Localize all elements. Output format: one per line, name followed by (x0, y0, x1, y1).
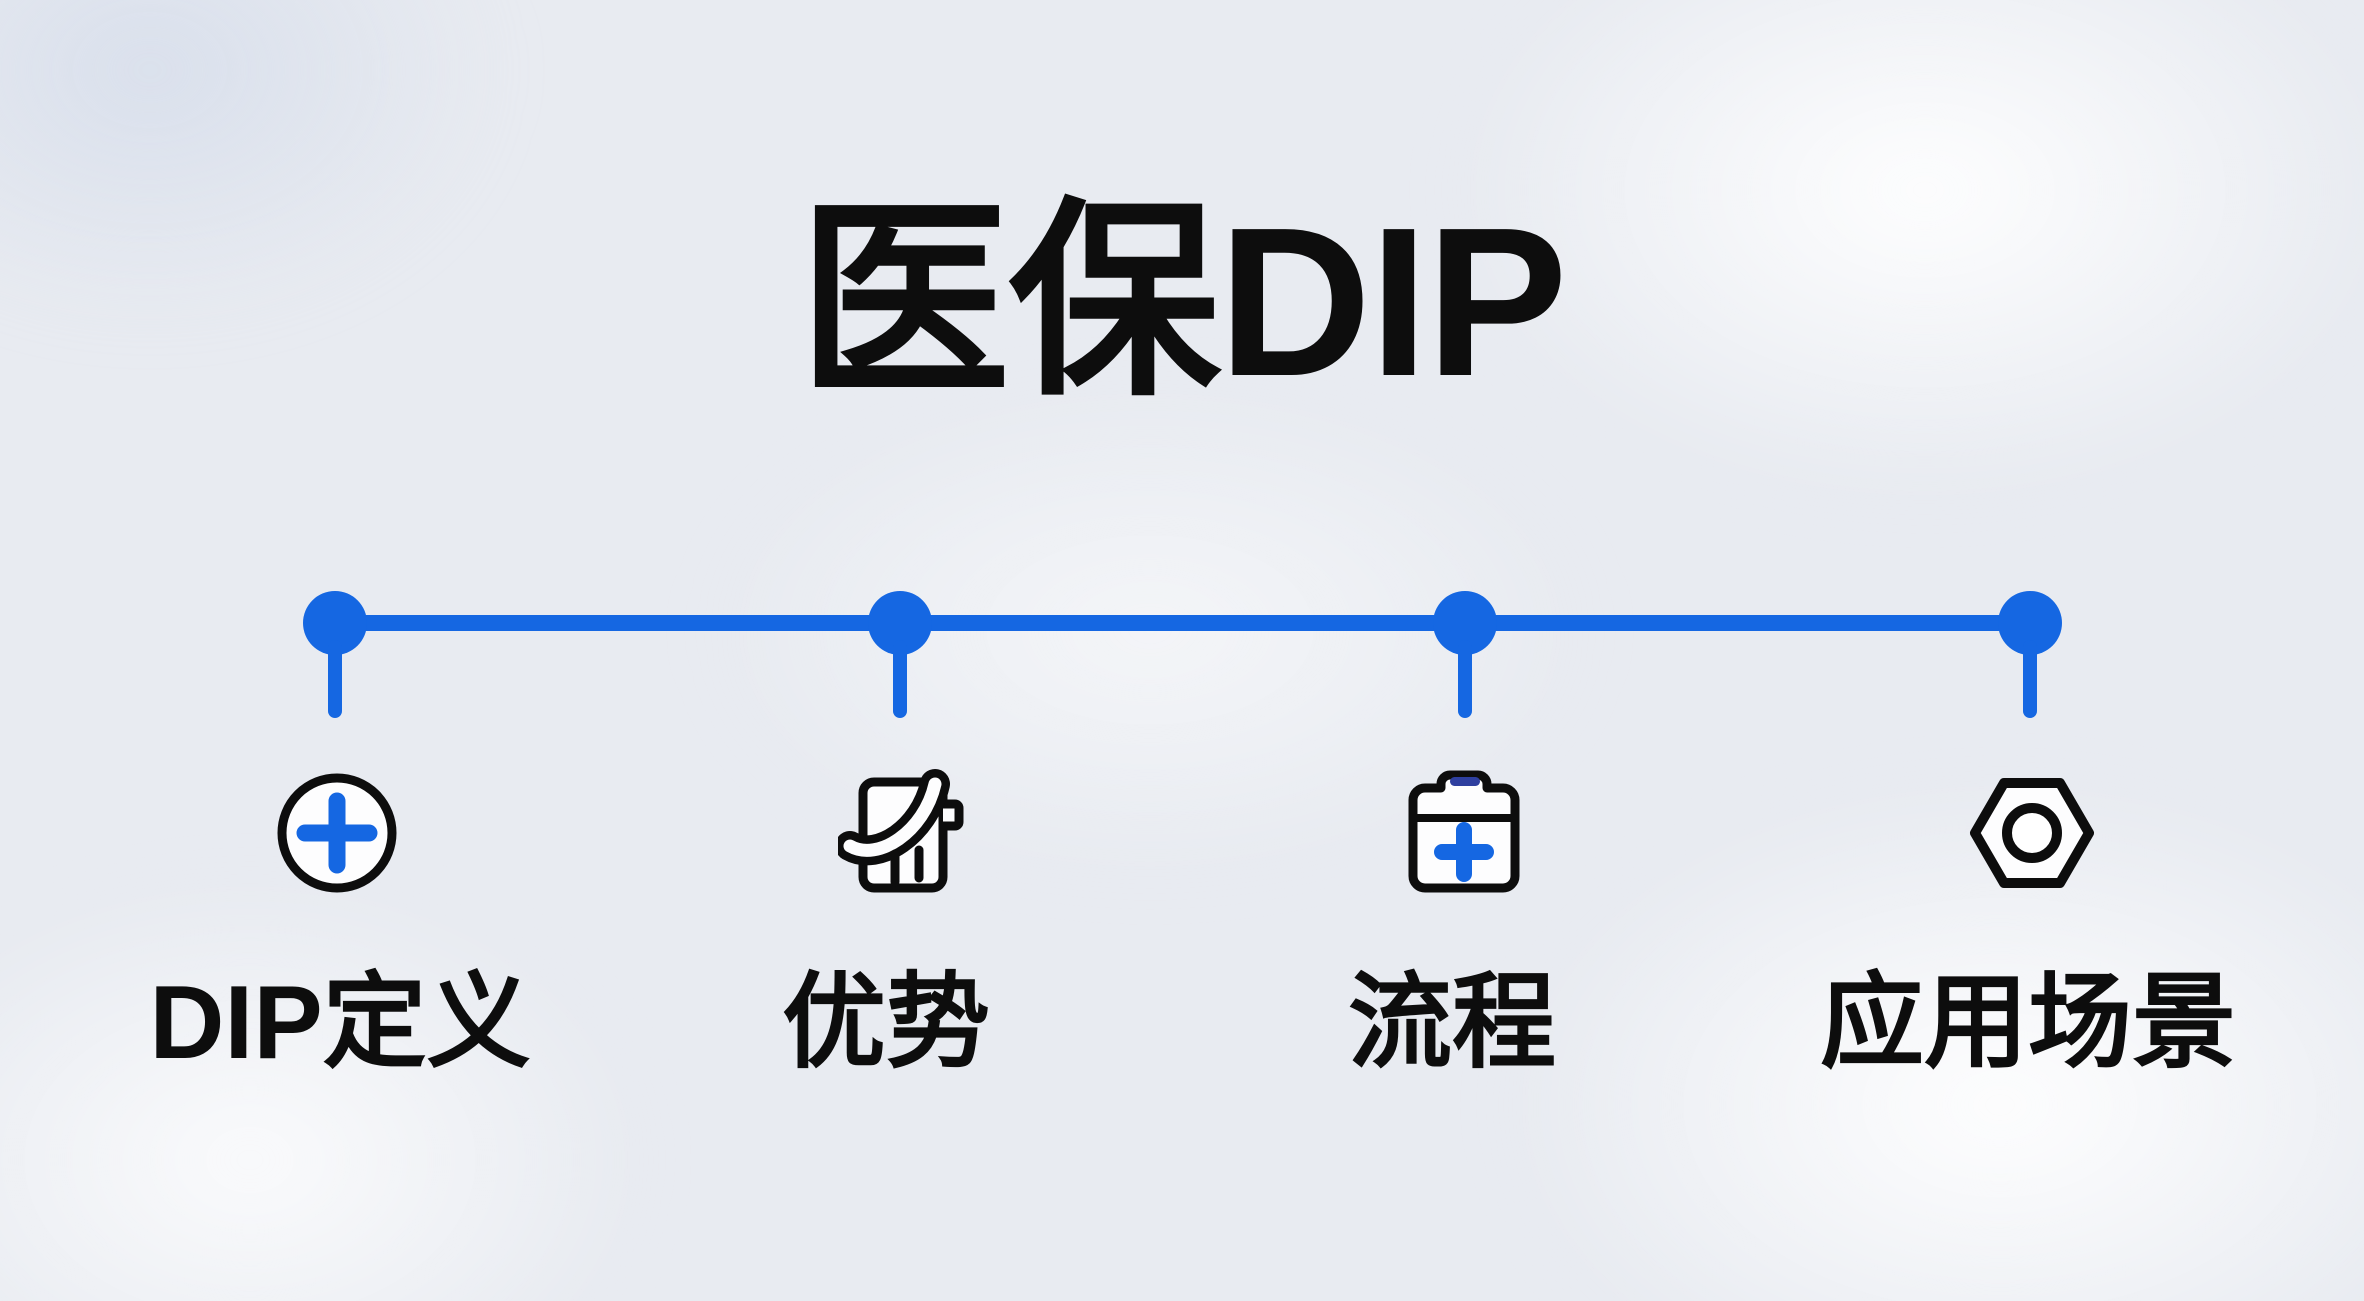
timeline-item-label: 优势 (781, 965, 990, 1081)
timeline-stem (2023, 640, 2037, 718)
timeline-stem (1458, 640, 1472, 718)
timeline-item-label: 应用场景 (1819, 965, 2236, 1081)
background-texture (0, 880, 650, 1301)
timeline-item-label: DIP定义 (149, 965, 531, 1081)
timeline-item-label: 流程 (1347, 965, 1556, 1081)
medical-kit-icon (1399, 768, 1529, 898)
hex-nut-icon (1967, 768, 2097, 898)
timeline-stem (893, 640, 907, 718)
timeline-stem (328, 640, 342, 718)
timeline-line (335, 615, 2030, 631)
page-title: 医保DIP (798, 183, 1567, 420)
shopping-basket-icon (838, 768, 968, 898)
plus-circle-icon (272, 768, 402, 898)
